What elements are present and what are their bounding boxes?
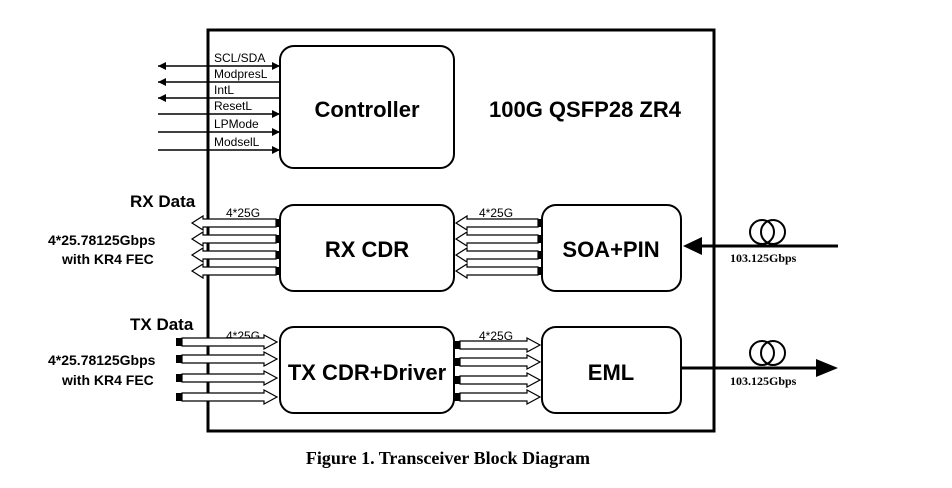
tx-internal-lane: [454, 371, 542, 389]
rx-fiber-input: [683, 219, 838, 255]
module-title: 100G QSFP28 ZR4: [489, 97, 682, 122]
rx-lane: [190, 214, 280, 232]
tx-data-title: TX Data: [130, 315, 194, 334]
tx-fiber-output: [681, 340, 838, 377]
rx-rate-line1: 4*25.78125Gbps: [48, 232, 156, 248]
figure-caption: Figure 1. Transceiver Block Diagram: [306, 448, 590, 468]
tx-cdr-label: TX CDR+Driver: [288, 360, 447, 385]
rx-lane: [190, 262, 280, 280]
tx-lane: [176, 350, 279, 368]
rx-cdr-label: RX CDR: [325, 237, 409, 262]
rx-lane: [190, 230, 280, 248]
controller-block: Controller: [279, 45, 455, 169]
tx-internal-lane: [454, 388, 542, 406]
rx-lane-label-right: 4*25G: [479, 206, 513, 220]
signal-lpmode: LPMode: [214, 117, 259, 131]
rx-lane-label-left: 4*25G: [226, 206, 260, 220]
tx-rate-line1: 4*25.78125Gbps: [48, 352, 156, 368]
tx-optical-rate: 103.125Gbps: [730, 374, 797, 388]
eml-label: EML: [588, 360, 634, 385]
rx-internal-lane: [454, 262, 542, 280]
signal-intl: IntL: [214, 83, 234, 97]
tx-internal-lanes: [454, 336, 542, 406]
signal-resetl: ResetL: [214, 99, 252, 113]
tx-cdr-block: TX CDR+Driver: [279, 326, 455, 414]
rx-internal-lane: [454, 246, 542, 264]
rx-fiber-coil-icon: [749, 219, 775, 245]
tx-internal-lane: [454, 336, 542, 354]
soa-pin-label: SOA+PIN: [562, 237, 659, 262]
rx-lane: [190, 246, 280, 264]
tx-lane-label-right: 4*25G: [479, 329, 513, 343]
rx-internal-lane: [454, 214, 542, 232]
rx-data-title: RX Data: [130, 192, 196, 211]
tx-electrical-lanes: [176, 333, 279, 406]
rx-electrical-lanes: [190, 214, 280, 280]
rx-cdr-block: RX CDR: [279, 204, 455, 292]
control-signals: SCL/SDA ModpresL IntL ResetL LPMode Mods…: [158, 51, 280, 154]
tx-lane: [176, 388, 279, 406]
tx-lane: [176, 333, 279, 351]
signal-scl-sda: SCL/SDA: [214, 51, 265, 65]
rx-internal-lane: [454, 230, 542, 248]
controller-label: Controller: [314, 97, 420, 122]
signal-modsell: ModselL: [214, 135, 260, 149]
rx-optical-rate: 103.125Gbps: [730, 251, 797, 265]
soa-pin-block: SOA+PIN: [541, 204, 682, 292]
tx-fiber-coil-icon: [749, 340, 775, 366]
tx-internal-lane: [454, 353, 542, 371]
signal-modpresl: ModpresL: [214, 67, 268, 81]
tx-lane: [176, 369, 279, 387]
rx-rate-line2: with KR4 FEC: [61, 251, 154, 267]
eml-block: EML: [541, 326, 682, 414]
tx-rate-line2: with KR4 FEC: [61, 372, 154, 388]
module-outline: [206, 28, 716, 433]
rx-internal-lanes: [454, 214, 542, 280]
